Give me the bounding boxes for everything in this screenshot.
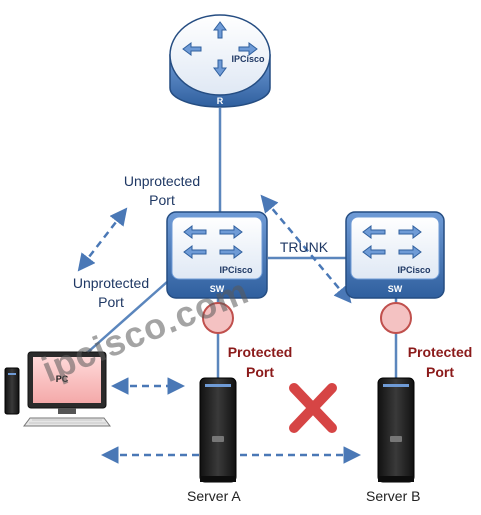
router-brand: IPCisco bbox=[231, 54, 265, 64]
protected-port-left-marker bbox=[202, 302, 234, 334]
protected-port-left-line1: Protected bbox=[227, 344, 293, 360]
arrow-trunk-diagonal bbox=[260, 194, 352, 304]
switch-right-arrows-icon bbox=[362, 225, 422, 259]
protected-port-right-label: Protected Port bbox=[400, 342, 480, 382]
server-a-label: Server A bbox=[187, 488, 241, 504]
trunk-label: TRUNK bbox=[280, 239, 329, 255]
unprotected-port-top-line2: Port bbox=[149, 192, 175, 208]
blocked-cross-icon bbox=[289, 383, 337, 433]
protected-port-left-line2: Port bbox=[246, 364, 274, 380]
unprotected-port-left-line2: Port bbox=[98, 294, 124, 310]
arrow-unprotected-diagonal bbox=[77, 207, 128, 272]
server-b-label: Server B bbox=[366, 488, 421, 504]
protected-port-right-line2: Port bbox=[426, 364, 454, 380]
pc-label: PC bbox=[56, 374, 69, 384]
unprotected-port-top-line1: Unprotected bbox=[123, 173, 201, 189]
switch-right-brand: IPCisco bbox=[397, 265, 431, 275]
protected-port-left-label: Protected Port bbox=[220, 342, 300, 382]
protected-port-right-line1: Protected bbox=[407, 344, 473, 360]
switch-left: IPCisco SW bbox=[166, 211, 268, 299]
unprotected-port-top-label: Unprotected Port bbox=[112, 172, 212, 210]
protected-port-right-marker bbox=[380, 302, 412, 334]
switch-right-tag: SW bbox=[388, 284, 403, 294]
switch-right: IPCisco SW bbox=[345, 211, 445, 299]
router: IPCisco R bbox=[169, 14, 271, 108]
server-b bbox=[377, 377, 415, 483]
unprotected-port-left-label: Unprotected Port bbox=[61, 274, 161, 312]
pc: PC bbox=[4, 351, 111, 427]
unprotected-port-left-line1: Unprotected bbox=[72, 275, 150, 291]
server-a bbox=[199, 377, 237, 483]
router-arrows-icon bbox=[182, 21, 258, 77]
switch-left-tag: SW bbox=[210, 284, 225, 294]
pc-switch-link bbox=[87, 281, 168, 353]
router-tag: R bbox=[217, 96, 224, 106]
switch-left-arrows-icon bbox=[183, 225, 243, 259]
switch-left-brand: IPCisco bbox=[219, 265, 253, 275]
